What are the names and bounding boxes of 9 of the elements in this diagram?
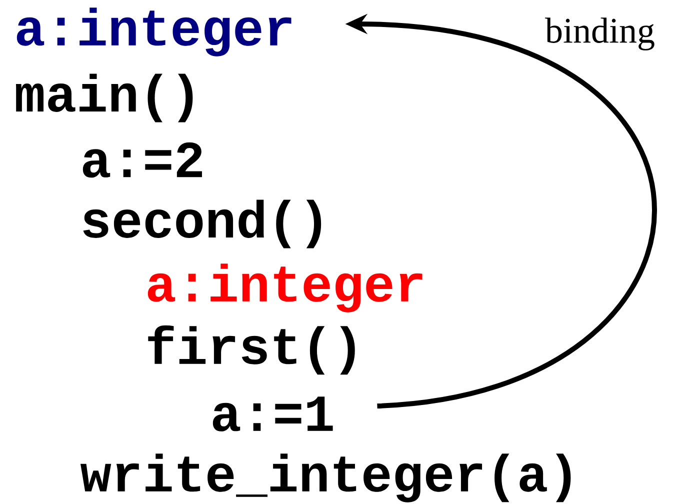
- code-line: a:integer: [148, 264, 422, 312]
- code-line: a:integer: [16, 8, 292, 56]
- code-line: main(): [16, 74, 193, 122]
- code-line: write_integer(a): [80, 454, 571, 502]
- code-line: first(): [148, 325, 355, 375]
- code-line: a:=1: [212, 396, 333, 432]
- edge-label: binding: [545, 18, 654, 50]
- code-line: a:=2: [82, 142, 202, 178]
- code-line: second(): [83, 200, 322, 248]
